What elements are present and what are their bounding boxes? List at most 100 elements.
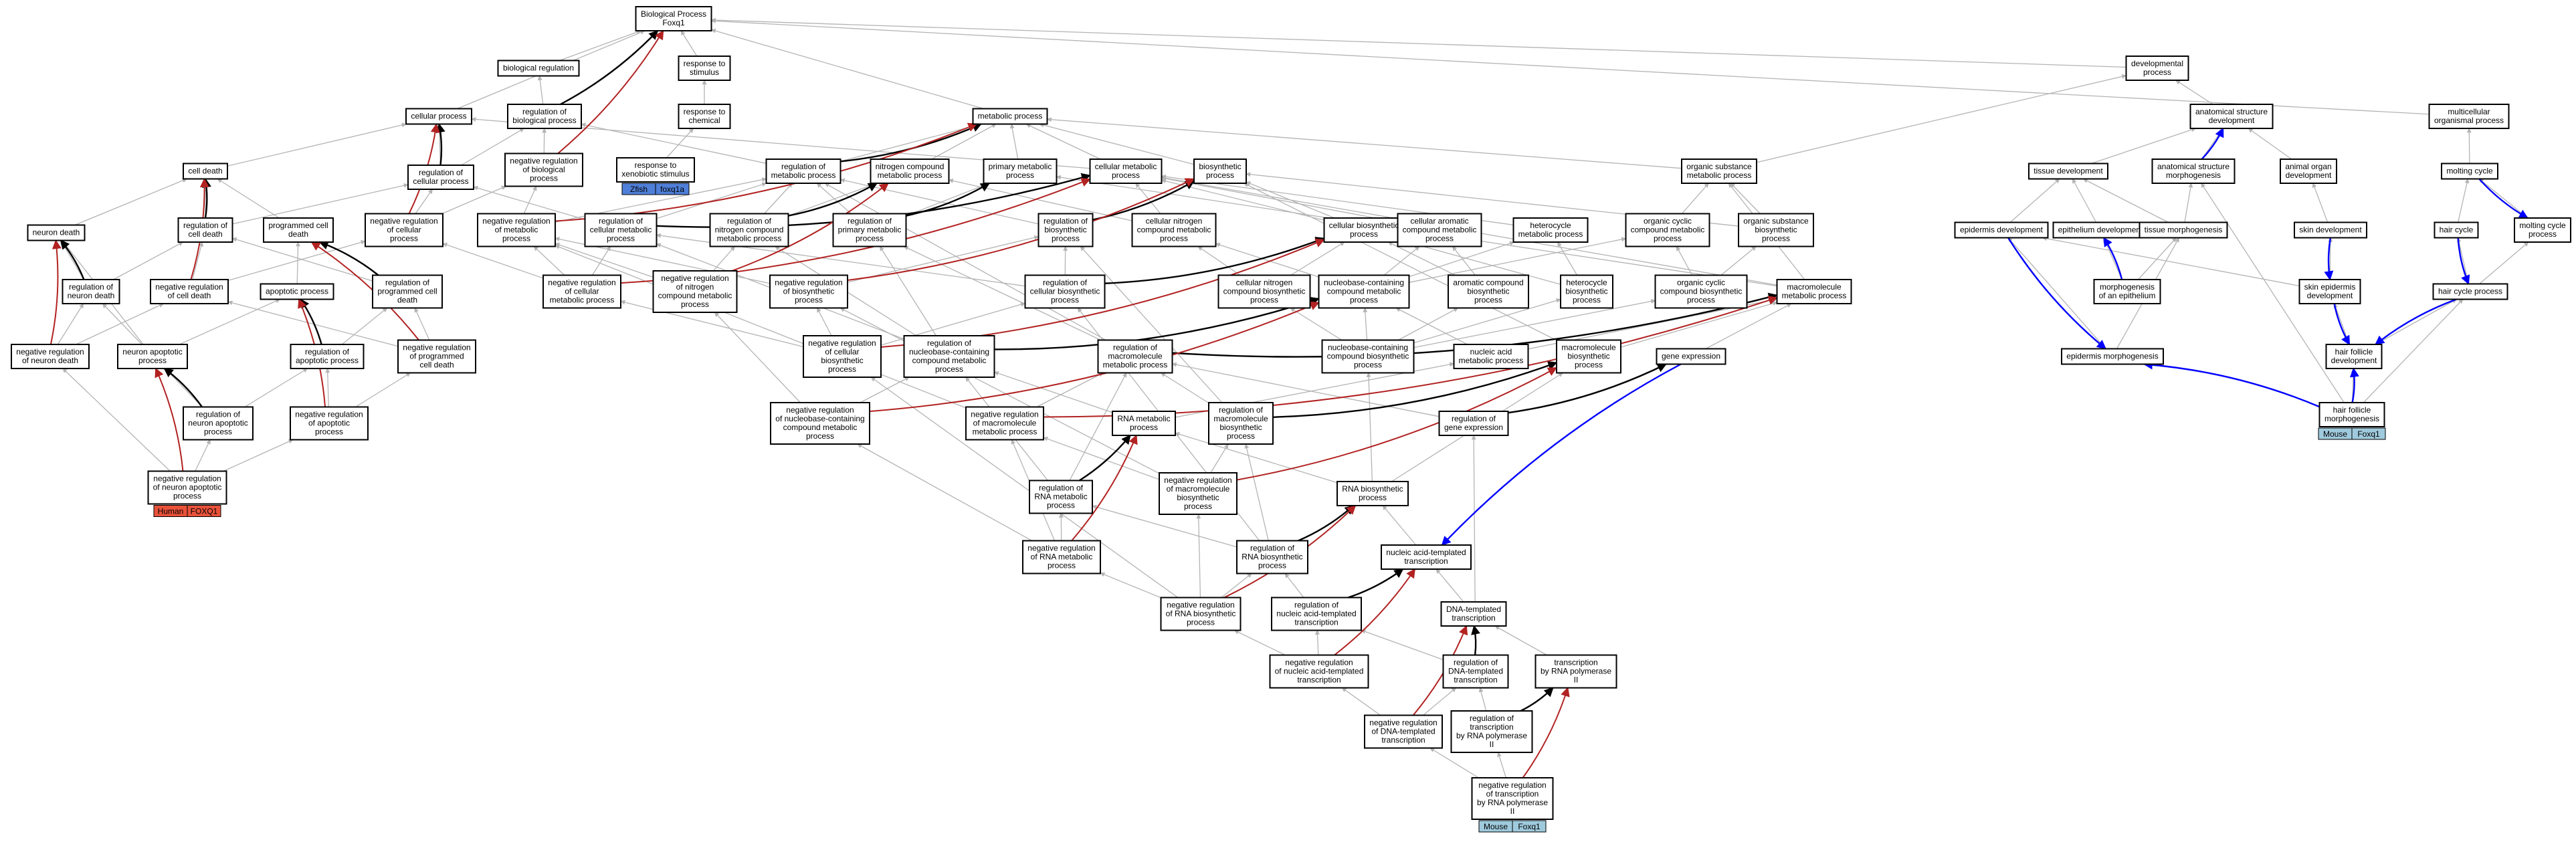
go-term-node-ge[interactable]: gene expression	[1656, 348, 1726, 365]
go-term-node-cp[interactable]: cellular process	[405, 108, 472, 125]
go-term-node-tm[interactable]: tissue morphogenesis	[2139, 221, 2228, 239]
go-term-node-sd[interactable]: skin development	[2294, 221, 2367, 239]
go-term-node-epd[interactable]: epidermis development	[1954, 221, 2049, 239]
go-term-node-ed[interactable]: epithelium development	[2052, 221, 2149, 239]
go-term-node-td[interactable]: tissue development	[2028, 163, 2108, 180]
go-term-node-br[interactable]: biological regulation	[497, 60, 580, 77]
go-term-node-rnucmp[interactable]: regulation ofnucleobase-containingcompou…	[903, 335, 995, 378]
go-term-node-ap[interactable]: apoptotic process	[260, 283, 334, 300]
go-term-node-mp[interactable]: metabolic process	[972, 108, 1048, 125]
go-term-label: epidermis development	[1960, 225, 2044, 235]
go-term-node-hc[interactable]: hair cycle	[2434, 221, 2479, 239]
go-term-node-cd[interactable]: cell death	[183, 163, 228, 180]
go-term-node-hcp[interactable]: hair cycle process	[2432, 283, 2508, 300]
go-term-node-nd[interactable]: neuron death	[27, 224, 86, 241]
go-term-node-rmbp[interactable]: regulation ofmacromoleculebiosyntheticpr…	[1208, 402, 1274, 445]
go-term-node-mc[interactable]: molting cycle	[2441, 163, 2498, 180]
go-term-node-em[interactable]: epidermis morphogenesis	[2061, 348, 2164, 365]
